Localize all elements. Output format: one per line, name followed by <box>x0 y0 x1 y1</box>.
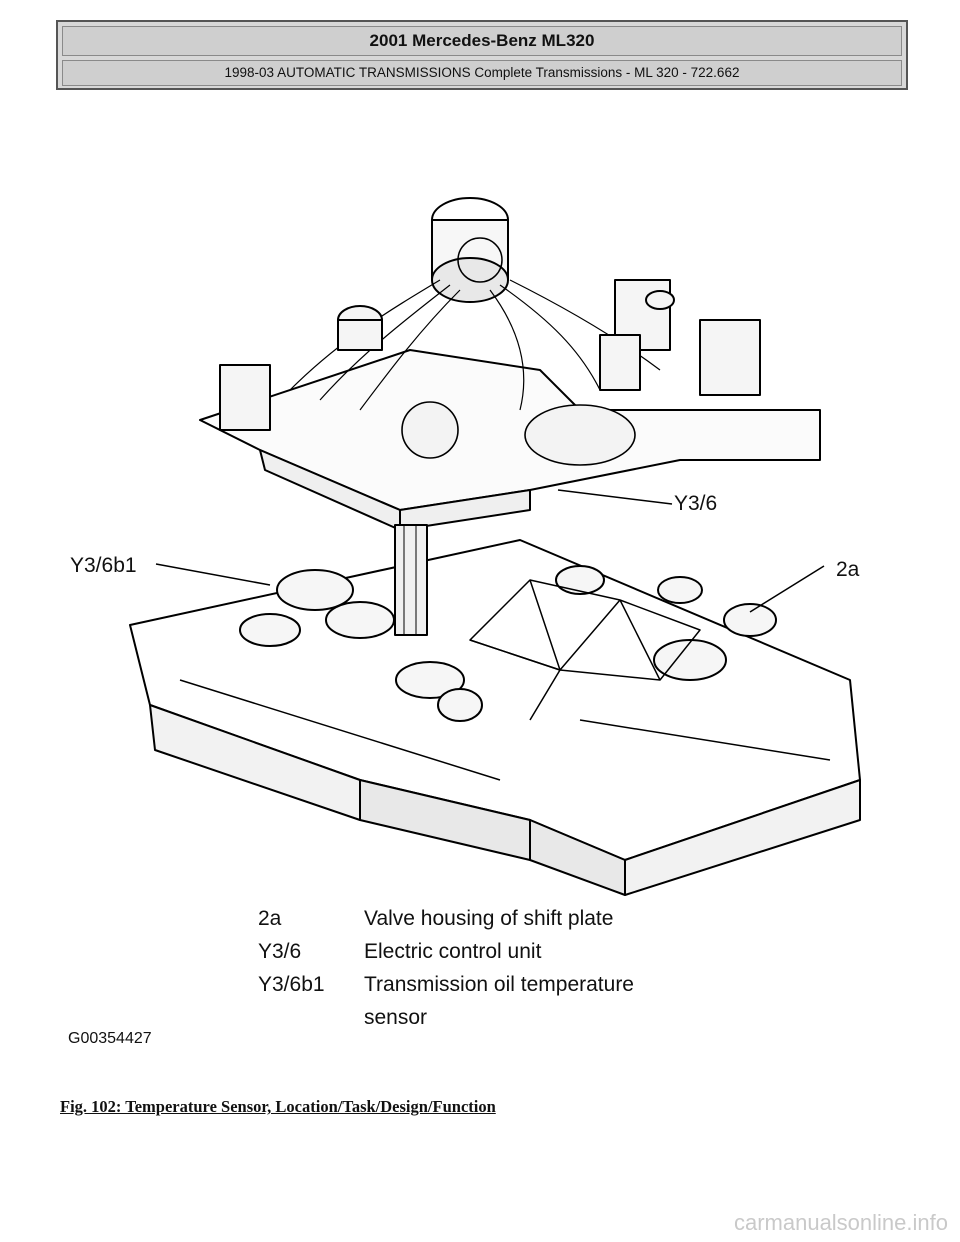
header-title: 2001 Mercedes-Benz ML320 <box>62 26 902 56</box>
callout-y36: Y3/6 <box>674 492 718 515</box>
callout-2a: 2a <box>836 558 860 581</box>
legend-description: Valve housing of shift plate <box>364 907 614 930</box>
figure-legend: 2a Valve housing of shift plate Y3/6 Ele… <box>258 902 738 1034</box>
legend-code: Y3/6b1 <box>258 973 325 996</box>
document-header: 2001 Mercedes-Benz ML320 1998-03 AUTOMAT… <box>56 20 908 90</box>
legend-code: 2a <box>258 907 282 930</box>
legend-row: Y3/6b1 Transmission oil temperature sens… <box>258 968 738 1034</box>
figure-caption[interactable]: Fig. 102: Temperature Sensor, Location/T… <box>60 1097 496 1116</box>
callout-y36b1: Y3/6b1 <box>70 554 137 577</box>
valve-body-illustration <box>129 197 861 896</box>
legend-description: Transmission oil temperature sensor <box>364 973 634 1029</box>
legend-code: Y3/6 <box>258 940 302 963</box>
legend-row: Y3/6 Electric control unit <box>258 935 738 968</box>
header-subtitle: 1998-03 AUTOMATIC TRANSMISSIONS Complete… <box>62 60 902 86</box>
legend-description: Electric control unit <box>364 940 542 963</box>
watermark: carmanualsonline.info <box>733 1210 948 1235</box>
figure-code: G00354427 <box>68 1030 152 1047</box>
legend-row: 2a Valve housing of shift plate <box>258 902 738 935</box>
